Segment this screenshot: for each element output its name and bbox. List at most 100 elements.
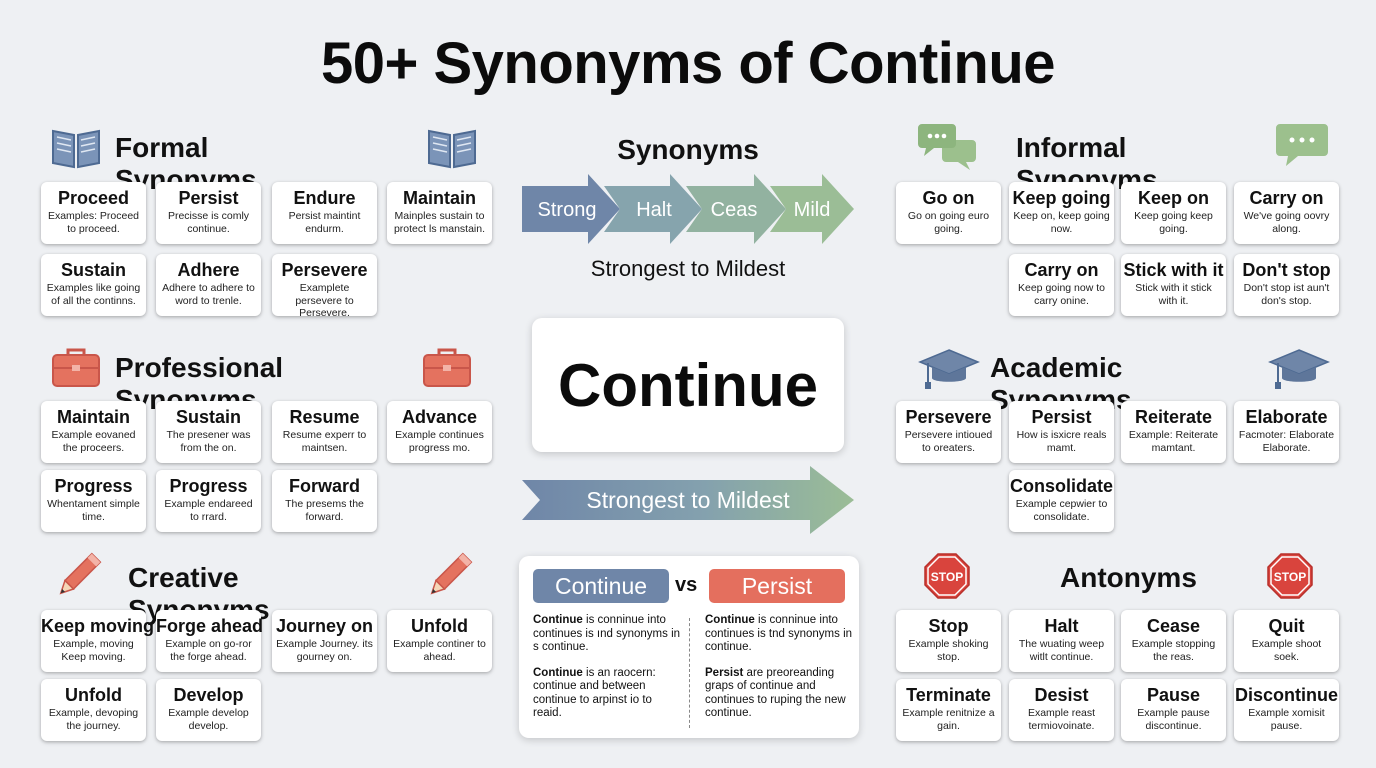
pencil-icon	[59, 552, 102, 595]
card-example: Persevere intioued to oreaters.	[904, 429, 993, 454]
compare-paragraph: Persist are preoreanding graps of contin…	[705, 667, 855, 721]
card-example: Go on going euro going.	[907, 210, 990, 235]
scale-step-strong: Strong	[538, 199, 597, 221]
strength-scale-arrows: Strong Halt Ceas Mild	[522, 174, 854, 244]
card-word: Persevere	[281, 260, 368, 280]
card-example: Example shoot soek.	[1251, 638, 1322, 663]
chat-bubbles-icon	[918, 124, 976, 170]
card-example: Stick with it stick with it.	[1135, 282, 1212, 307]
card-word: Maintain	[56, 407, 130, 427]
card-word: Sustain	[175, 407, 241, 427]
card-word: Pause	[1146, 685, 1201, 705]
card-example: Example: Reiterate mamtant.	[1128, 429, 1219, 454]
card-example: Example renitnize a gain.	[902, 707, 995, 732]
stop-sign-icon: STOP	[1267, 553, 1313, 599]
compare-right-label: Persist	[709, 569, 845, 603]
card-example: Keep going now to carry onine.	[1018, 282, 1105, 307]
compare-term: Continue	[533, 614, 583, 626]
graduation-cap-icon	[918, 349, 980, 389]
card-word: Halt	[1044, 616, 1079, 636]
open-book-icon	[52, 129, 100, 169]
compare-text: is conninue into continues is ınd synony…	[533, 614, 681, 653]
card-word: Sustain	[60, 260, 126, 280]
compare-term: Continue	[533, 666, 583, 679]
compare-paragraph: Continue is conninue into continues is ı…	[533, 614, 683, 655]
card-word: Keep going	[1012, 188, 1111, 208]
card-word: Progress	[54, 476, 133, 496]
card-word: Proceed	[57, 188, 130, 208]
card-example: Resume experr to maintsen.	[282, 429, 367, 454]
compare-right-column: Continue is conninue into continues is t…	[705, 614, 855, 733]
card-example: Keep on, keep going now.	[1013, 210, 1110, 235]
card-word: Stick with it	[1123, 260, 1224, 280]
card-word: Desist	[1034, 685, 1089, 705]
gradient-arrow: Strongest to Mildest	[522, 466, 854, 534]
compare-left-label: Continue	[533, 569, 669, 603]
card-example: Whentament simple time.	[47, 498, 140, 523]
card-example: Example cepwier to consolidate.	[1015, 498, 1108, 523]
card-word: Forward	[288, 476, 360, 496]
card-word: Unfold	[411, 616, 468, 636]
card-word: Don't stop	[1242, 260, 1331, 280]
card-word: Forge ahead	[156, 616, 264, 636]
card-word: Carry on	[1024, 260, 1099, 280]
card-example: Keep going keep going.	[1134, 210, 1213, 235]
card-example: Example continues progress mo.	[395, 429, 484, 454]
comparison-card: Continue vs Persist Continue is conninue…	[519, 556, 859, 738]
card-example: Precisse is comly continue.	[167, 210, 250, 235]
card-example: The presems the forward.	[285, 498, 364, 523]
compare-text: is conninue into continues is tnd synony…	[705, 614, 853, 653]
card-word: Go on	[922, 188, 975, 208]
card-example: Example, devoping the journey.	[48, 707, 139, 732]
card-example: Example reast termiovoinate.	[1027, 707, 1096, 732]
center-word-card: Continue	[532, 318, 844, 452]
compare-paragraph: Continue is conninue into continues is t…	[705, 614, 855, 655]
card-word: Stop	[928, 616, 969, 636]
card-word: Keep moving	[41, 616, 155, 636]
card-word: Advance	[401, 407, 478, 427]
card-example: Adhere to adhere to word to trenle.	[162, 282, 255, 307]
open-book-icon	[428, 129, 476, 169]
scale-step-ceas: Ceas	[711, 199, 758, 221]
